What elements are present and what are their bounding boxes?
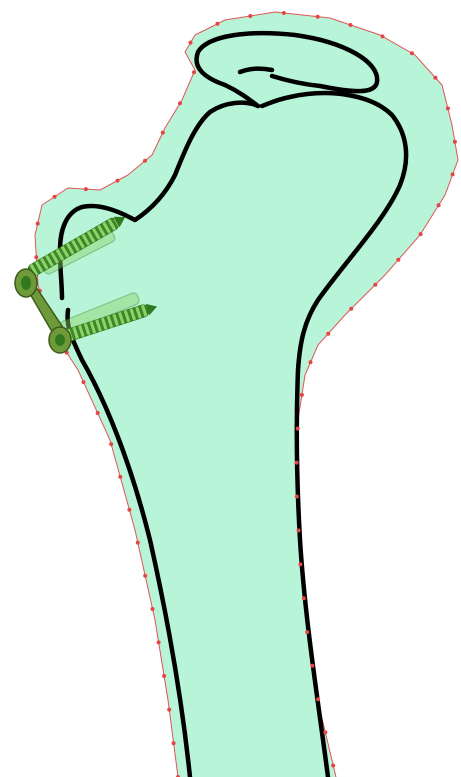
control-point-icon bbox=[295, 461, 299, 465]
control-point-icon bbox=[172, 741, 176, 745]
control-point-icon bbox=[302, 596, 306, 600]
control-point-icon bbox=[84, 187, 88, 191]
control-point-icon bbox=[349, 307, 353, 311]
control-point-icon bbox=[296, 427, 300, 431]
control-point-icon bbox=[316, 697, 320, 701]
control-point-icon bbox=[53, 195, 57, 199]
control-point-icon bbox=[446, 106, 450, 110]
control-point-icon bbox=[437, 203, 441, 207]
control-point-icon bbox=[316, 15, 320, 19]
control-point-icon bbox=[282, 11, 286, 15]
control-point-icon bbox=[297, 529, 301, 533]
control-point-icon bbox=[151, 607, 155, 611]
control-point-icon bbox=[433, 76, 437, 80]
control-point-icon bbox=[161, 131, 165, 135]
control-point-icon bbox=[381, 34, 385, 38]
control-point-icon bbox=[157, 640, 161, 644]
control-point-icon bbox=[136, 541, 140, 545]
control-point-icon bbox=[34, 255, 38, 259]
control-point-icon bbox=[309, 360, 313, 364]
control-point-icon bbox=[192, 70, 196, 74]
control-point-icon bbox=[323, 730, 327, 734]
control-point-icon bbox=[178, 101, 182, 105]
control-point-icon bbox=[127, 508, 131, 512]
control-point-icon bbox=[82, 380, 86, 384]
screw-head-lower bbox=[55, 334, 65, 346]
control-point-icon bbox=[143, 159, 147, 163]
control-point-icon bbox=[396, 258, 400, 262]
control-point-icon bbox=[295, 495, 299, 499]
control-point-icon bbox=[419, 232, 423, 236]
control-point-icon bbox=[453, 140, 457, 144]
control-point-icon bbox=[310, 664, 314, 668]
control-point-icon bbox=[216, 22, 220, 26]
control-point-icon bbox=[248, 14, 252, 18]
control-point-icon bbox=[326, 332, 330, 336]
control-point-icon bbox=[36, 222, 40, 226]
control-point-icon bbox=[305, 630, 309, 634]
control-point-icon bbox=[118, 475, 122, 479]
control-point-icon bbox=[116, 179, 120, 183]
control-point-icon bbox=[143, 574, 147, 578]
control-point-icon bbox=[373, 283, 377, 287]
control-point-icon bbox=[189, 41, 193, 45]
control-point-icon bbox=[451, 172, 455, 176]
control-point-icon bbox=[109, 442, 113, 446]
control-point-icon bbox=[298, 562, 302, 566]
control-point-icon bbox=[349, 23, 353, 27]
screw-head-upper bbox=[21, 276, 31, 290]
control-point-icon bbox=[331, 764, 335, 768]
control-point-icon bbox=[300, 393, 304, 397]
control-point-icon bbox=[162, 674, 166, 678]
control-point-icon bbox=[167, 708, 171, 712]
control-point-icon bbox=[410, 51, 414, 55]
control-point-icon bbox=[96, 411, 100, 415]
